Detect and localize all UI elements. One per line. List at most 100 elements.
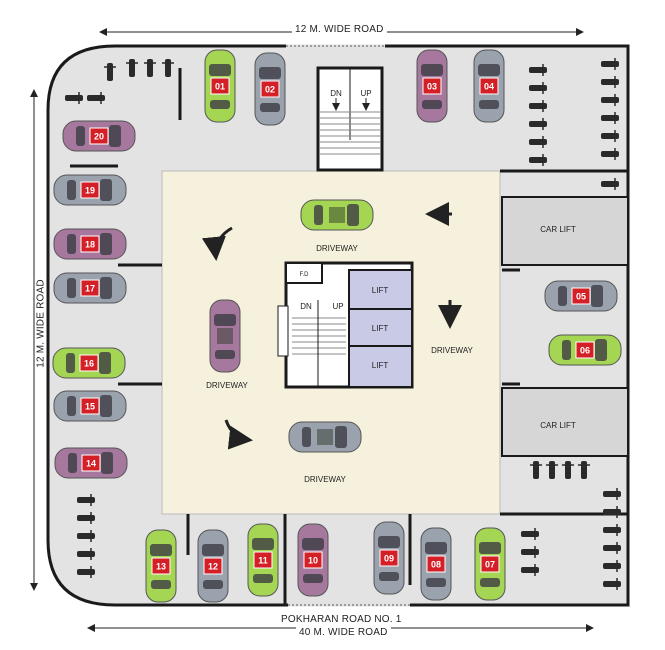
spot-number: 13 xyxy=(156,562,166,572)
motorbike-icon xyxy=(77,566,95,578)
spot-number: 20 xyxy=(94,132,104,142)
parked-car: 14 xyxy=(54,447,128,479)
spot-number: 05 xyxy=(576,292,586,302)
spot-number: 14 xyxy=(86,459,96,469)
moving-car xyxy=(300,199,374,231)
motorbike-icon xyxy=(603,542,621,554)
motorbike-icon xyxy=(601,130,619,142)
driveway-label: DRIVEWAY xyxy=(206,381,248,390)
spot-number: 08 xyxy=(431,560,441,570)
parked-car: 19 xyxy=(53,174,127,206)
motorbike-icon xyxy=(104,63,116,81)
spot-number: 01 xyxy=(215,82,225,92)
motorbike-icon xyxy=(87,92,105,104)
parked-car: 06 xyxy=(548,334,622,366)
parked-car: 07 xyxy=(474,527,506,601)
stair-up-label: UP xyxy=(360,89,371,98)
motorbike-icon xyxy=(601,112,619,124)
stair-dn-label: DN xyxy=(300,302,312,311)
motorbike-icon xyxy=(126,59,138,77)
motorbike-icon xyxy=(529,82,547,94)
motorbike-icon xyxy=(603,524,621,536)
motorbike-icon xyxy=(162,59,174,77)
parked-car: 01 xyxy=(204,49,236,123)
parked-car: 05 xyxy=(544,280,618,312)
spot-number: 17 xyxy=(85,284,95,294)
motorbike-icon xyxy=(77,548,95,560)
parked-car: 03 xyxy=(416,49,448,123)
parked-car: 16 xyxy=(52,347,126,379)
motorbike-icon xyxy=(521,546,539,558)
motorbike-icon xyxy=(530,461,542,479)
car-lift-label: CAR LIFT xyxy=(540,225,576,234)
motorbike-icon xyxy=(529,154,547,166)
driveway-label: DRIVEWAY xyxy=(304,475,346,484)
motorbike-icon xyxy=(144,59,156,77)
spot-number: 11 xyxy=(258,556,268,566)
driveway-label: DRIVEWAY xyxy=(316,244,358,253)
spot-number: 09 xyxy=(384,554,394,564)
motorbike-icon xyxy=(65,92,83,104)
motorbike-icon xyxy=(601,94,619,106)
arrow-curve-icon xyxy=(201,226,233,261)
motorbike-icon xyxy=(601,148,619,160)
motorbike-icon xyxy=(521,564,539,576)
parked-car: 15 xyxy=(53,390,127,422)
central-core xyxy=(277,261,414,389)
plan-labels: DRIVEWAY DRIVEWAY DRIVEWAY DRIVEWAY CAR … xyxy=(206,89,576,484)
lift-label: LIFT xyxy=(372,361,389,370)
driveway-label: DRIVEWAY xyxy=(431,346,473,355)
motorbike-icon xyxy=(529,136,547,148)
motorbike-icon xyxy=(546,461,558,479)
parked-car: 08 xyxy=(420,527,452,601)
top-staircase xyxy=(316,66,384,172)
outer-wall-details xyxy=(286,44,410,607)
driveway-cars xyxy=(209,199,374,453)
spot-number: 07 xyxy=(485,560,495,570)
two-wheeler-parking xyxy=(65,58,621,590)
parked-car: 10 xyxy=(297,523,329,597)
spot-number: 15 xyxy=(85,402,95,412)
bottom-road-width-label: 40 M. WIDE ROAD xyxy=(296,627,391,638)
traffic-arrows xyxy=(201,202,462,450)
motorbike-icon xyxy=(562,461,574,479)
left-road-label: 12 M. WIDE ROAD xyxy=(35,270,47,377)
spot-number: 16 xyxy=(84,359,94,369)
motorbike-icon xyxy=(529,118,547,130)
motorbike-icon xyxy=(77,512,95,524)
parked-car: 20 xyxy=(62,120,136,152)
spot-number: 06 xyxy=(580,346,590,356)
parked-car: 04 xyxy=(473,49,505,123)
parked-car: 09 xyxy=(373,521,405,595)
motorbike-icon xyxy=(529,100,547,112)
motorbike-icon xyxy=(603,560,621,572)
motorbike-icon xyxy=(77,530,95,542)
parked-car: 02 xyxy=(254,52,286,126)
motorbike-icon xyxy=(603,578,621,590)
parked-car: 11 xyxy=(247,523,279,597)
spot-number: 19 xyxy=(85,186,95,196)
stair-dn-label: DN xyxy=(330,89,342,98)
arrow-curve-icon xyxy=(224,419,253,450)
motorbike-icon xyxy=(601,76,619,88)
motorbike-icon xyxy=(77,494,95,506)
lift-label: LIFT xyxy=(372,324,389,333)
car-lift-areas xyxy=(501,196,629,457)
motorbike-icon xyxy=(521,528,539,540)
spot-number: 04 xyxy=(484,82,494,92)
spot-number: 18 xyxy=(85,240,95,250)
motorbike-icon xyxy=(529,64,547,76)
bottom-road-name-label: POKHARAN ROAD NO. 1 xyxy=(278,614,405,625)
parked-car: 17 xyxy=(53,272,127,304)
motorbike-icon xyxy=(601,178,619,190)
motorbike-icon xyxy=(578,461,590,479)
top-road-label: 12 M. WIDE ROAD xyxy=(292,24,387,35)
lift-label: LIFT xyxy=(372,286,389,295)
motorbike-icon xyxy=(601,58,619,70)
parked-cars: 01 02 03 04 05 06 07 08 09 10 11 12 13 14 15 16 17 18 19 20 xyxy=(52,49,622,603)
spot-number: 12 xyxy=(208,562,218,572)
parked-car: 13 xyxy=(145,529,177,603)
motorbike-icon xyxy=(603,488,621,500)
